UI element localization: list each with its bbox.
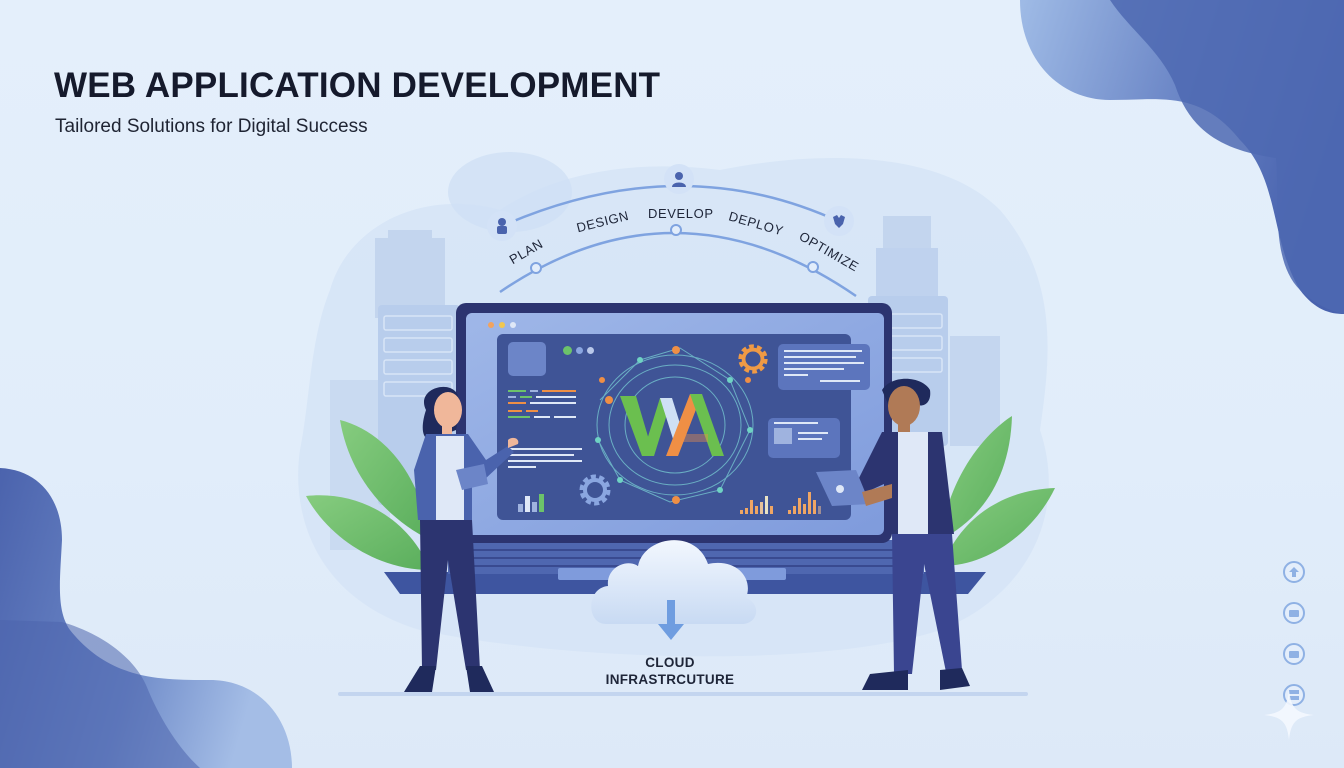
woman-presenter-figure: [404, 386, 519, 692]
network-globe: [595, 346, 754, 504]
side-nav: [1283, 561, 1305, 706]
cloud-infrastructure-label: CLOUD INFRASTRCUTURE: [560, 654, 780, 688]
status-dot-light: [587, 347, 594, 354]
page-subtitle: Tailored Solutions for Digital Success: [55, 116, 368, 137]
optimize-shield-icon: [824, 206, 854, 236]
status-dot-green: [563, 346, 572, 355]
gear-icon-blue: [579, 474, 611, 506]
window-dot-white: [510, 322, 516, 328]
code-snippet-lines: [508, 390, 576, 418]
status-dot-blue: [576, 347, 583, 354]
download-arrow-icon: [658, 600, 684, 640]
sparkle-icon: [1264, 690, 1314, 740]
side-nav-window-icon[interactable]: [1283, 602, 1305, 624]
gear-icon-orange: [738, 344, 768, 374]
plan-person-icon: [487, 211, 517, 241]
develop-user-icon: [664, 164, 694, 194]
text-card-panel: [778, 344, 870, 390]
wa-logo: [620, 390, 724, 460]
side-nav-upload-icon[interactable]: [1283, 561, 1305, 583]
man-developer-figure: [816, 378, 970, 690]
stage-develop-label: DEVELOP: [648, 206, 714, 221]
image-card-panel: [768, 418, 840, 458]
window-dot-yellow: [499, 322, 505, 328]
window-dot-orange: [488, 322, 494, 328]
text-paragraph-lines: [508, 448, 582, 468]
mini-bar-chart-icon: [518, 494, 544, 512]
orange-bar-chart-icon: [740, 492, 821, 514]
cloud-icon: [591, 540, 757, 624]
cloud-label-line1: CLOUD: [645, 655, 695, 670]
cloud-label-line2: INFRASTRCUTURE: [605, 672, 735, 687]
side-nav-window-icon-2[interactable]: [1283, 643, 1305, 665]
window-dots: [488, 322, 516, 328]
status-dots: [563, 346, 594, 355]
flowchart-widget-icon: [508, 342, 546, 376]
page-title: WEB APPLICATION DEVELOPMENT: [54, 66, 661, 105]
